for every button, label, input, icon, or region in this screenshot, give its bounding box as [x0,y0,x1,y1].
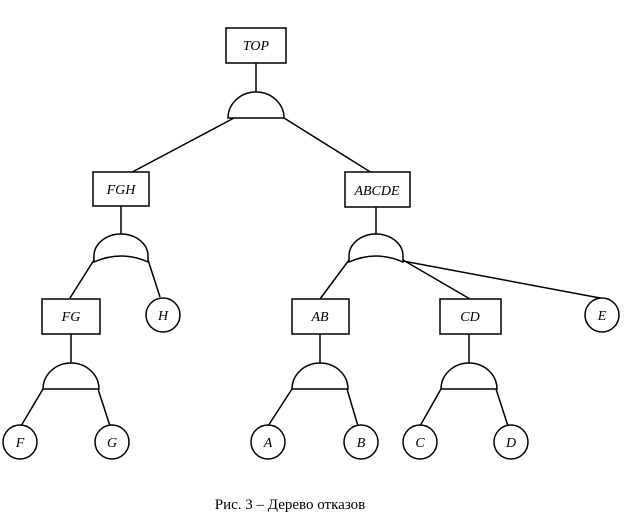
connector-gate-c [419,388,442,427]
label-c: C [415,436,425,451]
basic-event-g [94,424,130,460]
connector-gate-cd [402,259,471,300]
connector-gate-e [402,260,601,299]
label-h: H [157,309,169,324]
event-box-abcde [344,171,411,208]
connector-gate-f [20,388,44,427]
or-gate-abcde [348,233,404,264]
label-ab: AB [310,310,329,325]
basic-event-b [343,424,379,460]
basic-event-e [584,297,620,333]
and-gate-cd [440,362,498,390]
connector-gate-fg [69,259,95,299]
event-box-ab [291,298,350,335]
event-box-fg [41,298,101,335]
and-gate-top [227,91,285,119]
connector-gate-ab [319,259,350,300]
or-gate-fgh [93,233,149,264]
label-b: B [357,436,366,451]
label-a: A [263,436,273,451]
event-box-cd [439,298,502,335]
label-d: D [505,436,516,451]
and-gate-ab [291,362,349,390]
label-top: TOP [243,39,270,54]
figure-caption: Рис. 3 – Дерево отказов [214,497,366,513]
label-cd: CD [460,310,479,325]
label-abcde: ABCDE [353,184,400,199]
connector-gate-d [495,388,509,427]
basic-event-f [2,424,38,460]
label-g: G [107,436,117,451]
event-box-top [225,27,287,64]
connector-gate-a [267,388,293,427]
label-e: E [597,309,607,324]
event-box-fgh [92,171,150,207]
connector-gate-fgh [120,117,235,179]
label-f: F [15,436,25,451]
basic-event-d [493,424,529,460]
label-fgh: FGH [106,183,137,198]
basic-event-a [250,424,286,460]
basic-event-h [145,297,181,333]
basic-event-c [402,424,438,460]
connector-gate-abcde [283,117,381,179]
label-fg: FG [61,310,81,325]
connector-gate-g [97,388,111,427]
connector-gate-b [346,388,359,427]
and-gate-fg [42,362,100,390]
connector-gate-h [147,259,161,298]
